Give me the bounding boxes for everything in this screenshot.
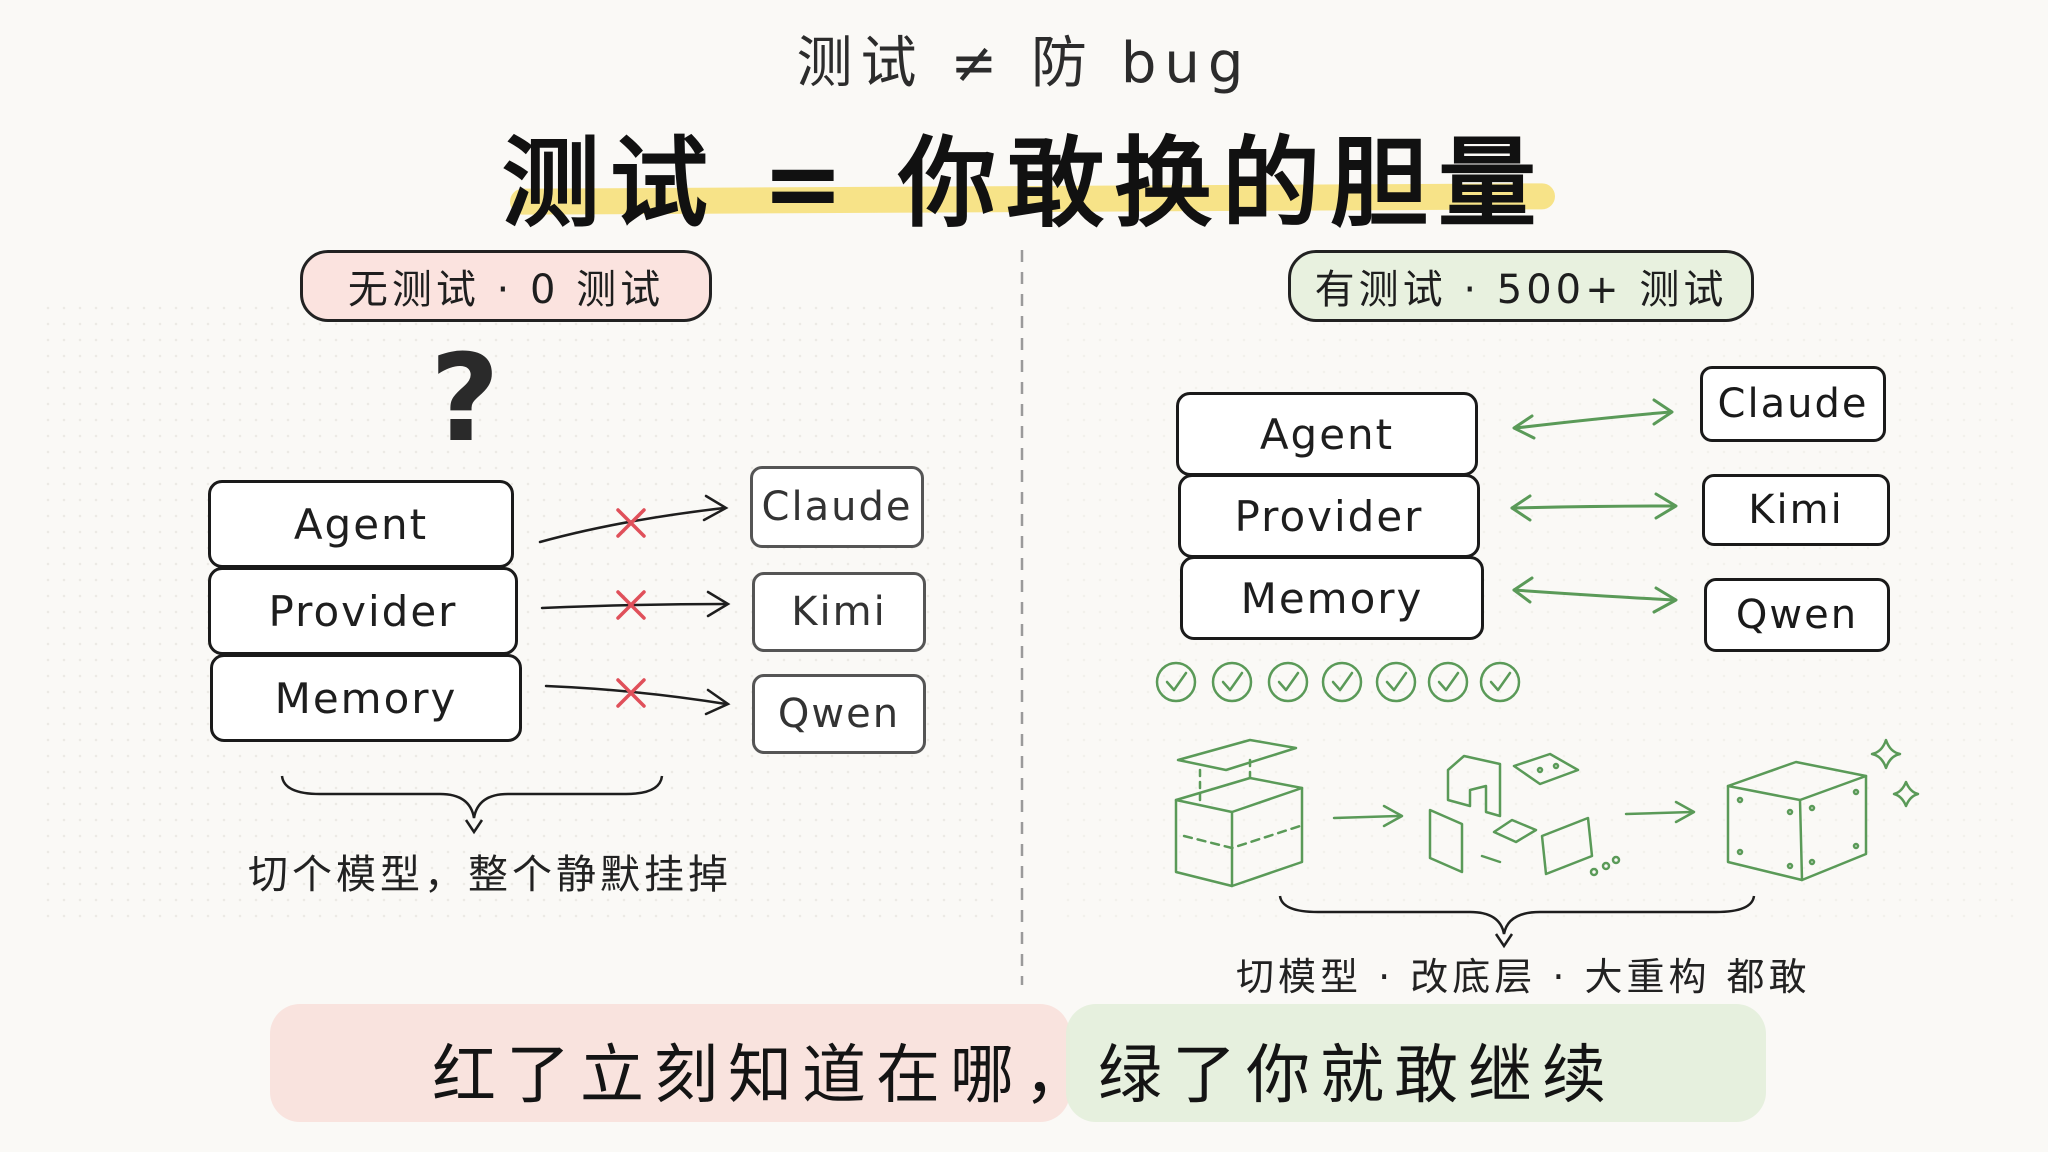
check-icon-5 xyxy=(1375,661,1417,703)
right-pill-with-tests: 有测试 · 500+ 测试 xyxy=(1288,250,1754,322)
open-box-icon xyxy=(1174,738,1304,888)
right-caption: 切模型 · 改底层 · 大重构 都敢 xyxy=(1236,955,1811,999)
right-stack-agent: Agent xyxy=(1176,392,1478,476)
footer-text: 红了立刻知道在哪，绿了你就敢继续 xyxy=(432,1039,1616,1113)
check-icon-4 xyxy=(1321,661,1363,703)
left-brace-tip xyxy=(464,819,484,835)
left-arrow-kimi xyxy=(540,602,728,610)
left-cross-icon-qwen xyxy=(616,678,646,708)
left-pill-no-tests: 无测试 · 0 测试 xyxy=(300,250,712,322)
page-title: 测试 = 你敢换的胆量 xyxy=(501,127,1547,241)
left-cross-icon-kimi xyxy=(616,590,646,620)
right-stack-provider: Provider xyxy=(1178,474,1480,558)
right-stack-memory: Memory xyxy=(1180,556,1484,640)
right-model-qwen: Qwen xyxy=(1704,578,1890,652)
left-caption: 切个模型，整个静默挂掉 xyxy=(248,852,732,898)
left-model-qwen: Qwen xyxy=(752,674,926,754)
right-brace-tip xyxy=(1494,933,1514,949)
left-arrow-claude-head xyxy=(702,494,729,522)
left-arrow-qwen xyxy=(544,684,728,706)
left-stack-memory: Memory xyxy=(210,654,522,742)
left-cross-icon-claude xyxy=(616,508,646,538)
question-mark-icon: ? xyxy=(430,330,500,469)
footer-banner-red xyxy=(270,1004,1070,1122)
parts-icon xyxy=(1428,752,1621,877)
sparkle-icon-1 xyxy=(1870,738,1902,770)
right-arrow-1 xyxy=(1332,804,1404,828)
left-stack-agent: Agent xyxy=(208,480,514,568)
left-arrow-kimi-head xyxy=(706,590,731,618)
check-row xyxy=(1155,661,1521,703)
right-bidirectional-arrow-claude xyxy=(1512,398,1674,440)
right-model-claude: Claude xyxy=(1700,366,1886,442)
left-model-kimi: Kimi xyxy=(752,572,926,652)
left-brace-icon xyxy=(280,775,664,819)
check-icon-1 xyxy=(1155,661,1197,703)
left-stack-provider: Provider xyxy=(208,567,518,655)
left-arrow-qwen-head xyxy=(704,688,731,716)
right-bidirectional-arrow-kimi xyxy=(1510,492,1678,522)
check-icon-3 xyxy=(1267,661,1309,703)
assembled-box-icon xyxy=(1726,760,1868,882)
check-icon-2 xyxy=(1211,661,1253,703)
right-model-kimi: Kimi xyxy=(1702,474,1890,546)
right-arrow-2 xyxy=(1624,800,1696,824)
sparkle-icon-2 xyxy=(1892,780,1920,808)
right-bidirectional-arrow-qwen xyxy=(1512,576,1678,614)
footer-banner-green xyxy=(1066,1004,1766,1122)
right-brace-icon xyxy=(1278,895,1756,935)
check-icon-7 xyxy=(1479,661,1521,703)
left-arrow-claude xyxy=(538,506,726,544)
left-model-claude: Claude xyxy=(750,466,924,548)
check-icon-6 xyxy=(1427,661,1469,703)
subtitle: 测试 ≠ 防 bug xyxy=(796,31,1252,96)
